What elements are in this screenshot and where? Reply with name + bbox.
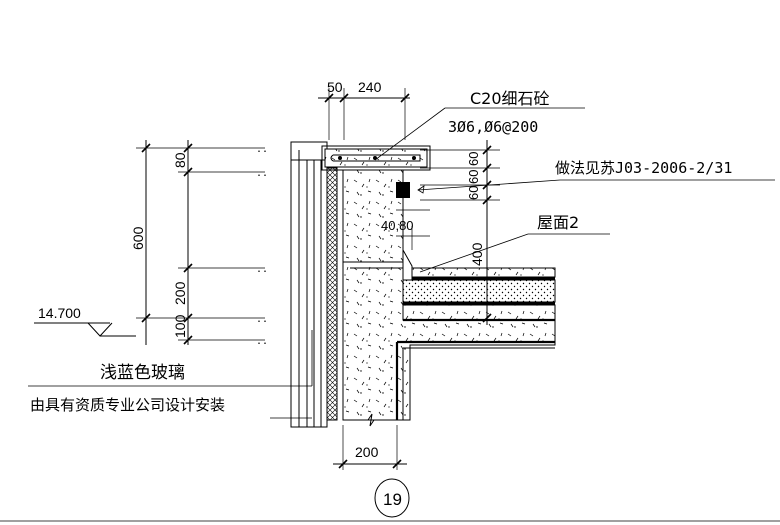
right-dimensions: 60 60 60 400 — [420, 140, 500, 325]
bottom-dimension: 200 — [333, 425, 407, 470]
dim-left-200: 200 — [172, 281, 188, 305]
wall-insulation — [326, 167, 338, 421]
detail-number: 19 — [383, 490, 402, 509]
label-flashing: 做法见苏J03-2006-2/31 — [417, 159, 775, 194]
dim-left-100: 100 — [172, 314, 188, 338]
dim-right-60c: 60 — [466, 186, 481, 200]
left-dimensions: 600 80 200 100 — [130, 140, 265, 345]
coping-label: C20细石砼 — [470, 89, 550, 108]
detail-number-bubble: 19 — [374, 478, 410, 518]
svg-text:..: .. — [256, 336, 268, 347]
label-coping: C20细石砼 3Ø6,Ø6@200 — [374, 89, 585, 161]
dim-left-80: 80 — [172, 152, 188, 168]
dim-corner: 40,80 — [381, 218, 414, 233]
flashing-detail: 40,80 — [381, 182, 430, 281]
dim-right-60b: 60 — [466, 170, 481, 184]
dim-top-50: 50 — [327, 79, 343, 95]
roof-label: 屋面2 — [537, 213, 579, 232]
rebar-label: 3Ø6,Ø6@200 — [448, 118, 538, 136]
dotted-marks: .. .. .. .. .. — [256, 144, 268, 347]
label-glass: 浅蓝色玻璃 由具有资质专业公司设计安装 — [28, 330, 313, 419]
elevation-value: 14.700 — [38, 305, 81, 321]
dim-right-60a: 60 — [466, 152, 481, 166]
dim-top-240: 240 — [358, 79, 382, 95]
install-label: 由具有资质专业公司设计安装 — [30, 396, 225, 414]
roof-layers — [402, 267, 556, 322]
flashing-label: 做法见苏J03-2006-2/31 — [555, 159, 732, 177]
svg-text:..: .. — [256, 168, 268, 179]
svg-text:..: .. — [256, 314, 268, 325]
glass-label: 浅蓝色玻璃 — [100, 363, 185, 383]
dim-right-400: 400 — [469, 242, 485, 266]
concrete-coping — [321, 145, 431, 171]
curtain-wall-glass — [290, 141, 328, 428]
elevation-mark: 14.700 — [34, 305, 136, 337]
dim-left-600: 600 — [130, 226, 146, 250]
label-roof: 屋面2 — [419, 213, 610, 273]
dim-bottom-200: 200 — [355, 444, 379, 460]
top-dimension: 50 240 — [318, 79, 410, 140]
svg-text:..: .. — [256, 264, 268, 275]
svg-text:..: .. — [256, 144, 268, 155]
